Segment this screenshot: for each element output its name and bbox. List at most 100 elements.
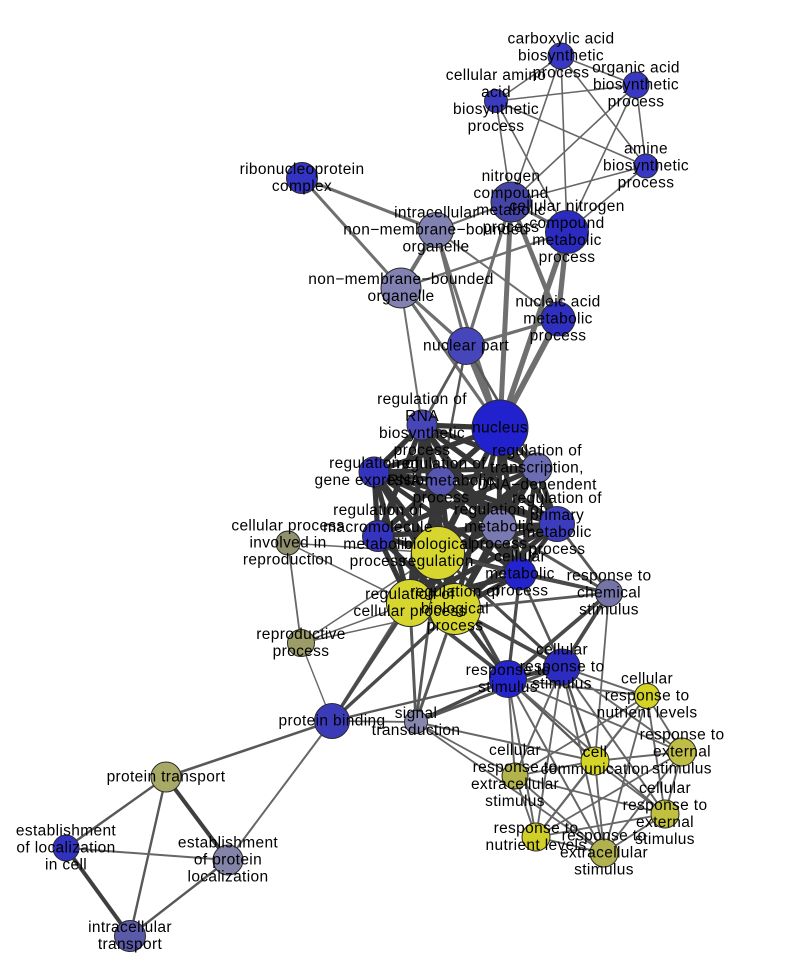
svg-text:process: process (492, 583, 549, 600)
svg-text:extracellular: extracellular (560, 845, 648, 862)
svg-text:regulation of: regulation of (492, 443, 582, 460)
svg-text:nutrient levels: nutrient levels (597, 705, 698, 722)
svg-text:metabolic: metabolic (343, 536, 413, 553)
svg-text:primary: primary (530, 507, 584, 524)
svg-text:process: process (427, 618, 484, 635)
svg-text:reproduction: reproduction (243, 552, 333, 569)
svg-text:communication: communication (541, 761, 650, 778)
svg-text:DNA−dependent: DNA−dependent (477, 477, 597, 494)
svg-text:cellular process: cellular process (353, 603, 466, 620)
svg-text:process: process (530, 328, 587, 345)
svg-text:biosynthetic: biosynthetic (518, 48, 604, 65)
svg-text:transcription,: transcription, (490, 460, 584, 477)
svg-text:process: process (350, 553, 407, 570)
svg-text:response to: response to (473, 759, 558, 776)
svg-text:process: process (471, 536, 528, 553)
svg-text:biosynthetic: biosynthetic (603, 158, 689, 175)
svg-text:biological: biological (421, 601, 489, 618)
svg-text:response to: response to (562, 828, 647, 845)
svg-text:regulation of: regulation of (329, 455, 419, 472)
svg-text:response to: response to (567, 568, 652, 585)
svg-text:stimulus: stimulus (635, 831, 695, 848)
svg-text:stimulus: stimulus (574, 862, 634, 879)
svg-text:metabolic: metabolic (522, 524, 592, 541)
svg-text:stimulus: stimulus (478, 679, 538, 696)
svg-text:metabolic: metabolic (476, 202, 546, 219)
svg-text:regulation of: regulation of (454, 502, 544, 519)
svg-text:non−membrane−bounded: non−membrane−bounded (308, 271, 493, 288)
svg-text:regulation of: regulation of (333, 502, 423, 519)
svg-text:cellular: cellular (621, 671, 673, 688)
svg-text:stimulus: stimulus (532, 676, 592, 693)
svg-text:cellular: cellular (536, 642, 588, 659)
svg-text:transduction: transduction (372, 722, 461, 739)
svg-text:RNA: RNA (405, 408, 439, 425)
svg-text:response to: response to (494, 820, 579, 837)
svg-text:transport: transport (98, 936, 163, 953)
svg-text:carboxylic acid: carboxylic acid (508, 31, 615, 48)
svg-text:cellular: cellular (494, 549, 546, 566)
svg-text:RNA metabolic: RNA metabolic (387, 473, 494, 490)
svg-text:chemical: chemical (577, 585, 641, 602)
svg-text:protein transport: protein transport (107, 769, 226, 786)
svg-text:nuclear part: nuclear part (423, 338, 509, 355)
svg-text:process: process (533, 65, 590, 82)
svg-text:cellular nitrogen: cellular nitrogen (509, 198, 624, 215)
svg-text:intracellular: intracellular (88, 919, 172, 936)
svg-text:stimulus: stimulus (485, 793, 545, 810)
svg-text:in cell: in cell (45, 857, 87, 874)
svg-text:nucleic acid: nucleic acid (515, 294, 600, 311)
svg-text:response to: response to (466, 662, 551, 679)
svg-text:gene expression: gene expression (315, 472, 434, 489)
svg-text:cellular: cellular (489, 742, 541, 759)
svg-text:response to: response to (623, 797, 708, 814)
svg-text:compound: compound (529, 215, 604, 232)
svg-text:process: process (394, 442, 451, 459)
svg-text:ribonucleoprotein: ribonucleoprotein (240, 161, 365, 178)
svg-text:process: process (618, 175, 675, 192)
svg-text:regulation of: regulation of (410, 584, 500, 601)
svg-text:cell: cell (583, 744, 608, 761)
svg-text:process: process (468, 118, 525, 135)
svg-text:metabolic: metabolic (464, 519, 534, 536)
svg-text:biological: biological (404, 536, 472, 553)
svg-text:amine: amine (624, 141, 668, 158)
svg-text:metabolic: metabolic (485, 566, 555, 583)
svg-text:macromolecule: macromolecule (323, 519, 433, 536)
svg-text:organelle: organelle (368, 288, 435, 305)
svg-text:establishment: establishment (178, 835, 279, 852)
svg-text:intracellular: intracellular (394, 205, 478, 222)
svg-text:process: process (529, 541, 586, 558)
svg-text:metabolic: metabolic (532, 232, 602, 249)
svg-text:external: external (636, 814, 694, 831)
svg-text:of protein: of protein (194, 852, 262, 869)
svg-text:nutrient levels: nutrient levels (486, 837, 587, 854)
svg-text:cellular amino: cellular amino (446, 67, 547, 84)
svg-text:biosynthetic: biosynthetic (453, 101, 539, 118)
svg-text:regulation: regulation (402, 553, 474, 570)
svg-text:metabolic: metabolic (523, 311, 593, 328)
svg-text:regulation of: regulation of (396, 456, 486, 473)
svg-text:nucleus: nucleus (472, 420, 528, 437)
svg-text:process: process (608, 94, 665, 111)
svg-text:compound: compound (473, 185, 548, 202)
svg-text:acid: acid (481, 84, 511, 101)
svg-text:external: external (653, 744, 711, 761)
svg-text:localization: localization (188, 869, 269, 886)
svg-text:process: process (273, 643, 330, 660)
svg-text:complex: complex (272, 178, 332, 195)
svg-text:regulation of: regulation of (377, 391, 467, 408)
svg-text:involved in: involved in (249, 535, 326, 552)
svg-text:establishment: establishment (16, 823, 117, 840)
svg-text:non−membrane−bounded: non−membrane−bounded (343, 222, 528, 239)
svg-text:process: process (413, 490, 470, 507)
svg-text:biosynthetic: biosynthetic (593, 77, 679, 94)
svg-text:cellular: cellular (639, 780, 691, 797)
svg-text:process: process (483, 219, 540, 236)
svg-text:organic acid: organic acid (592, 60, 680, 77)
svg-text:protein binding: protein binding (279, 713, 386, 730)
svg-text:regulation of: regulation of (512, 490, 602, 507)
svg-text:regulation of: regulation of (365, 586, 455, 603)
svg-text:organelle: organelle (403, 239, 470, 256)
svg-text:cellular process: cellular process (231, 518, 344, 535)
